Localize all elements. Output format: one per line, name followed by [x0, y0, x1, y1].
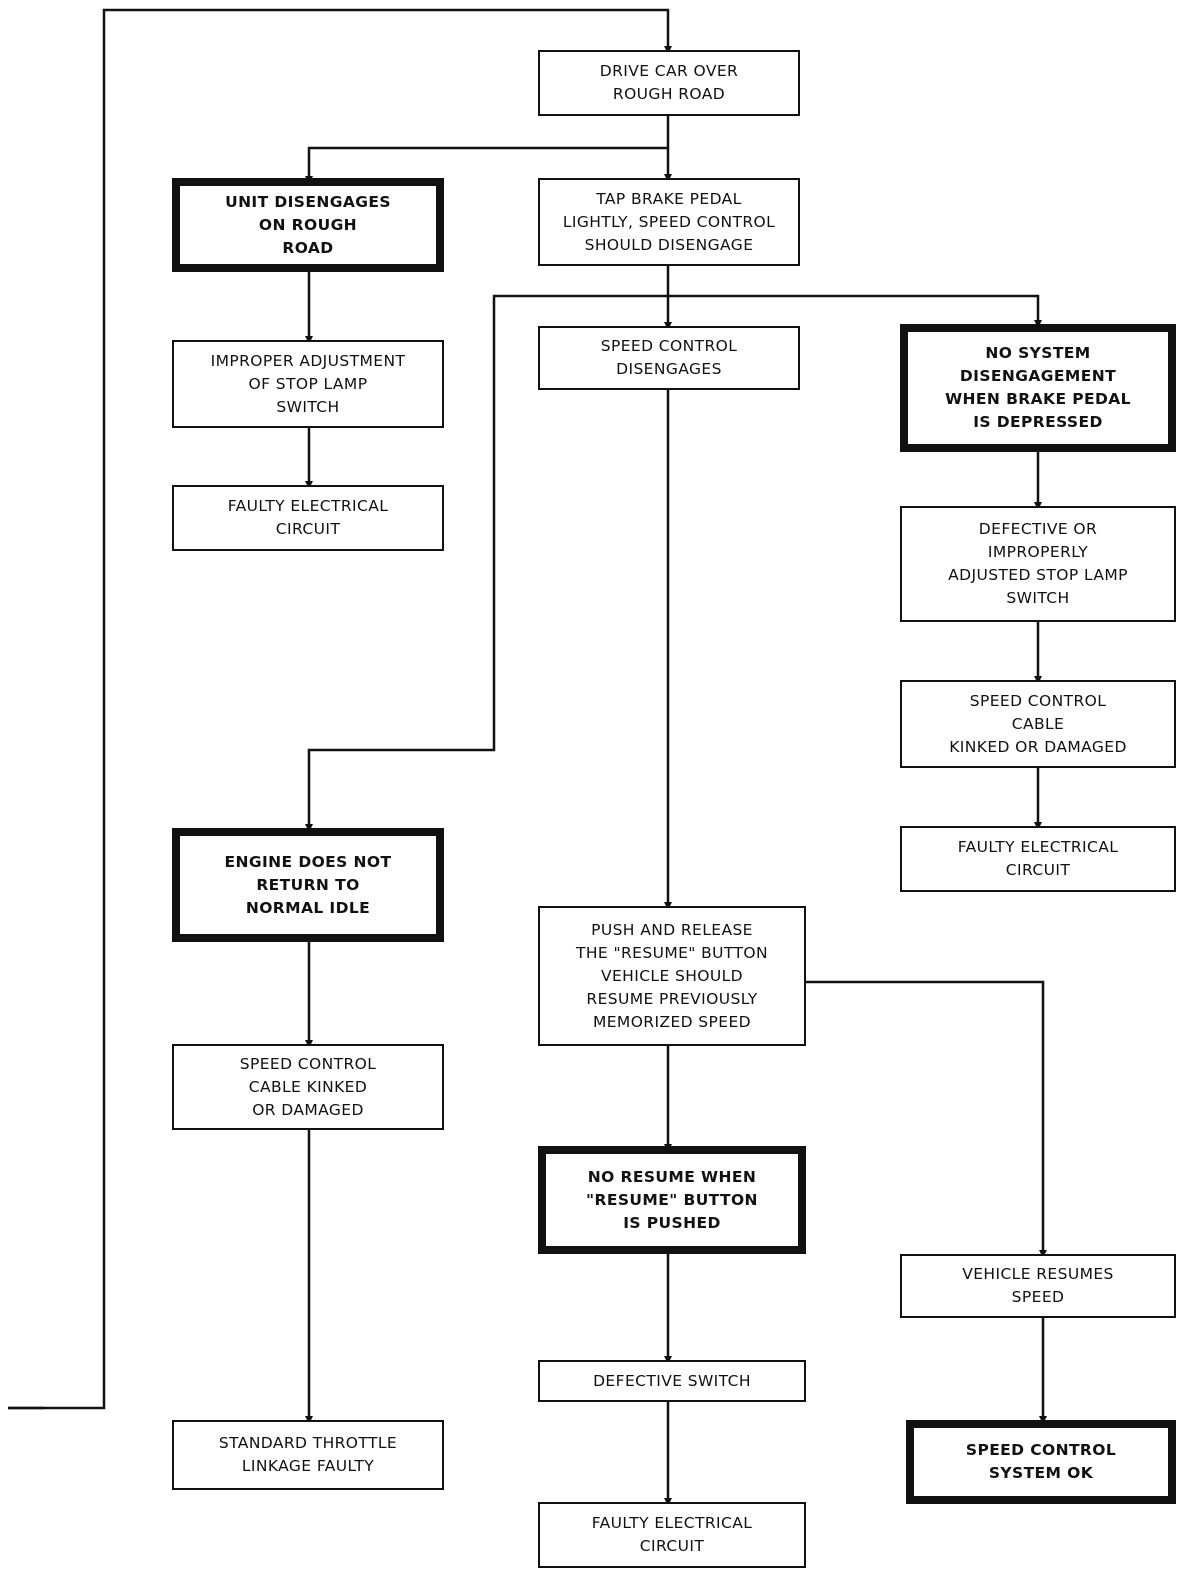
node-label: SPEED CONTROL CABLE KINKED OR DAMAGED — [239, 1054, 377, 1119]
node-faulty-electrical-circuit-bottom: FAULTY ELECTRICAL CIRCUIT — [538, 1502, 806, 1568]
node-label: NO SYSTEM DISENGAGEMENT WHEN BRAKE PEDAL… — [945, 344, 1131, 431]
node-engine-does-not-return-to-idle: ENGINE DOES NOT RETURN TO NORMAL IDLE — [172, 828, 444, 942]
node-label: SPEED CONTROL CABLE KINKED OR DAMAGED — [949, 691, 1127, 756]
node-speed-control-cable-right: SPEED CONTROL CABLE KINKED OR DAMAGED — [900, 680, 1176, 768]
node-label: FAULTY ELECTRICAL CIRCUIT — [591, 1514, 753, 1555]
node-label: DEFECTIVE OR IMPROPERLY ADJUSTED STOP LA… — [948, 520, 1128, 607]
node-label: SPEED CONTROL SYSTEM OK — [965, 1441, 1117, 1482]
node-label: FAULTY ELECTRICAL CIRCUIT — [957, 838, 1119, 879]
node-label: VEHICLE RESUMES SPEED — [962, 1265, 1114, 1306]
node-label: NO RESUME WHEN "RESUME" BUTTON IS PUSHED — [586, 1167, 758, 1232]
node-label: UNIT DISENGAGES ON ROUGH ROAD — [225, 192, 391, 257]
node-label: DEFECTIVE SWITCH — [593, 1371, 751, 1390]
connector-push-resume-to-vehicle-resumes — [806, 980, 1047, 1258]
node-no-resume-when-pushed: NO RESUME WHEN "RESUME" BUTTON IS PUSHED — [538, 1146, 806, 1254]
node-label: ENGINE DOES NOT RETURN TO NORMAL IDLE — [224, 852, 392, 917]
node-standard-throttle-linkage-faulty: STANDARD THROTTLE LINKAGE FAULTY — [172, 1420, 444, 1490]
node-defective-stop-lamp-switch: DEFECTIVE OR IMPROPERLY ADJUSTED STOP LA… — [900, 506, 1176, 622]
node-drive-car-over-rough-road: DRIVE CAR OVER ROUGH ROAD — [538, 50, 800, 116]
node-label: SPEED CONTROL DISENGAGES — [600, 337, 738, 378]
connector-split-to-unit-disengages — [305, 146, 668, 184]
connector-to-engine-no-idle — [305, 294, 668, 832]
node-label: TAP BRAKE PEDAL LIGHTLY, SPEED CONTROL S… — [562, 189, 776, 254]
node-defective-switch: DEFECTIVE SWITCH — [538, 1360, 806, 1402]
node-label: FAULTY ELECTRICAL CIRCUIT — [227, 497, 389, 538]
node-label: STANDARD THROTTLE LINKAGE FAULTY — [218, 1434, 398, 1475]
node-faulty-electrical-circuit-left: FAULTY ELECTRICAL CIRCUIT — [172, 485, 444, 551]
node-label: PUSH AND RELEASE THE "RESUME" BUTTON VEH… — [576, 920, 768, 1031]
connector-to-no-disengagement — [668, 294, 1042, 328]
node-speed-control-disengages: SPEED CONTROL DISENGAGES — [538, 326, 800, 390]
node-tap-brake-pedal: TAP BRAKE PEDAL LIGHTLY, SPEED CONTROL S… — [538, 178, 800, 266]
node-push-and-release-resume: PUSH AND RELEASE THE "RESUME" BUTTON VEH… — [538, 906, 806, 1046]
node-no-system-disengagement: NO SYSTEM DISENGAGEMENT WHEN BRAKE PEDAL… — [900, 324, 1176, 452]
node-unit-disengages-on-rough-road: UNIT DISENGAGES ON ROUGH ROAD — [172, 178, 444, 272]
node-improper-adjustment-stop-lamp: IMPROPER ADJUSTMENT OF STOP LAMP SWITCH — [172, 340, 444, 428]
node-speed-control-system-ok: SPEED CONTROL SYSTEM OK — [906, 1420, 1176, 1504]
loop-back-connector — [8, 8, 672, 1410]
node-label: IMPROPER ADJUSTMENT OF STOP LAMP SWITCH — [210, 351, 406, 416]
node-faulty-electrical-circuit-right: FAULTY ELECTRICAL CIRCUIT — [900, 826, 1176, 892]
node-label: DRIVE CAR OVER ROUGH ROAD — [599, 62, 739, 103]
node-speed-control-cable-left: SPEED CONTROL CABLE KINKED OR DAMAGED — [172, 1044, 444, 1130]
node-vehicle-resumes-speed: VEHICLE RESUMES SPEED — [900, 1254, 1176, 1318]
